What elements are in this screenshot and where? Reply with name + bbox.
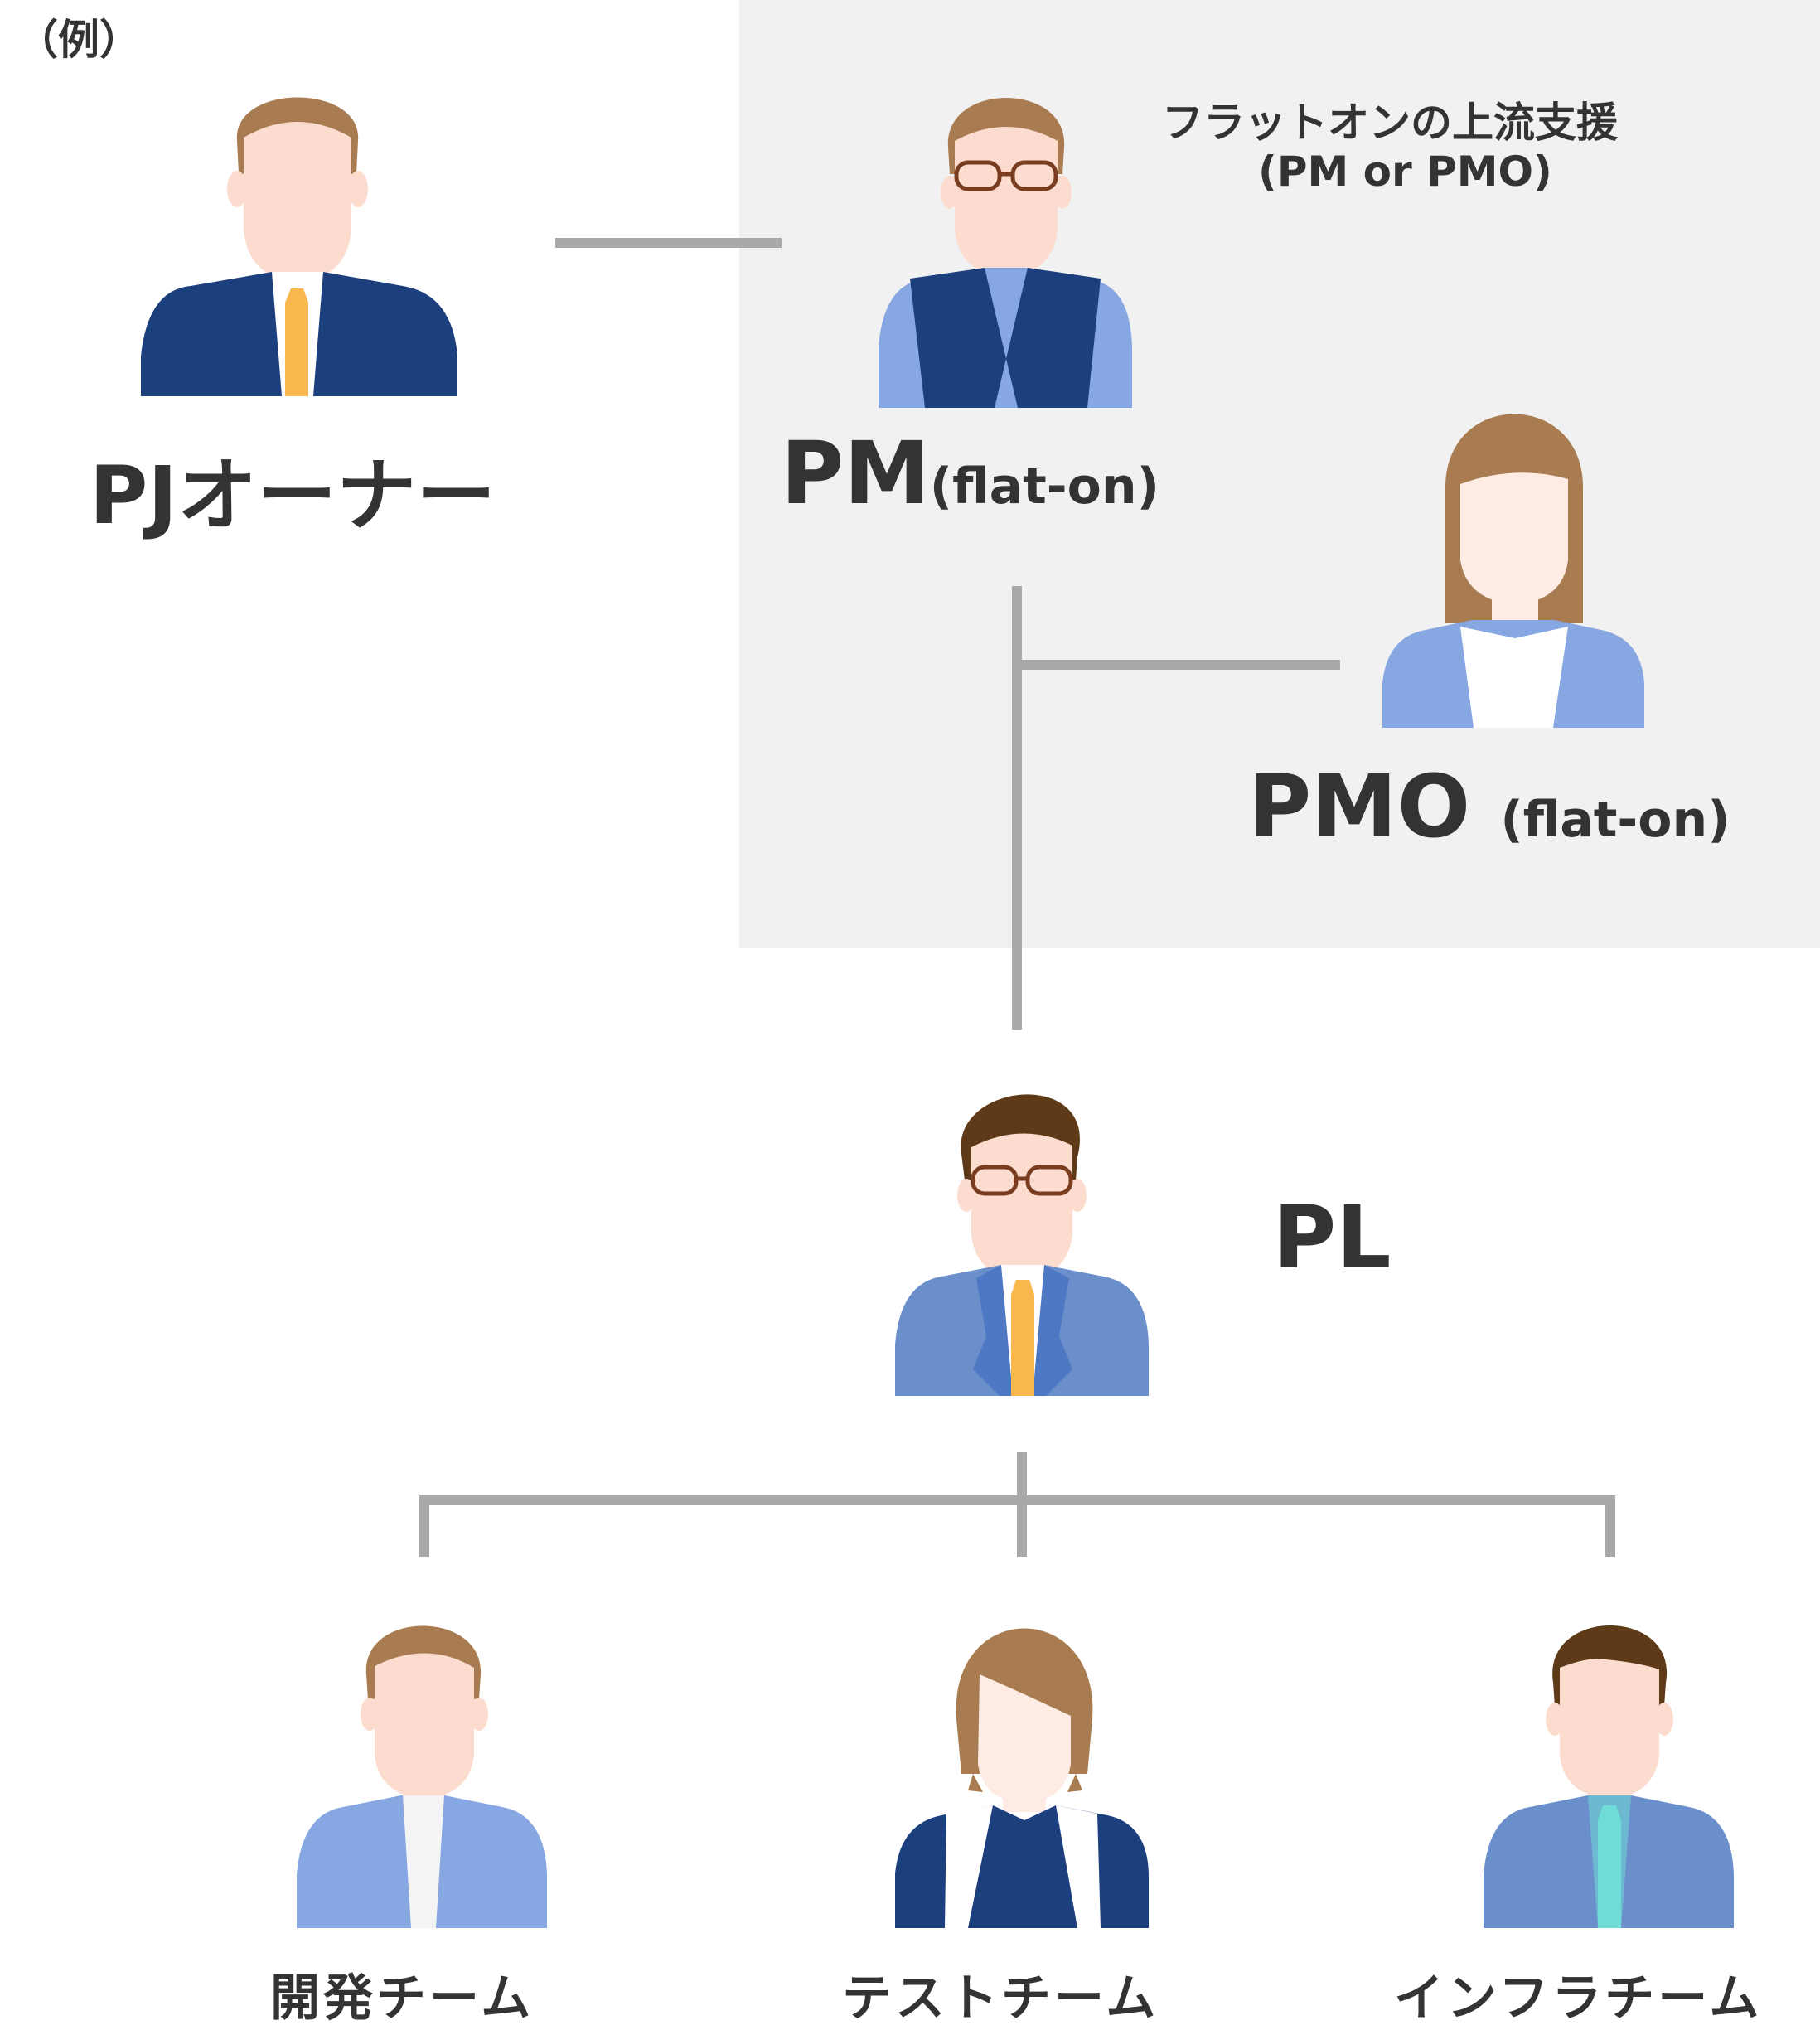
ear-right <box>470 1698 488 1731</box>
collar <box>945 1805 1101 1928</box>
support-caption-line2: (PM or PMO) <box>1258 148 1552 196</box>
hair-tip-right <box>1067 1774 1082 1792</box>
apron <box>895 1805 1149 1928</box>
pm-label-sub: (flat-on) <box>929 458 1160 516</box>
pmo-label-main: PMO <box>1248 756 1471 857</box>
ear-right <box>1655 1703 1673 1736</box>
face <box>244 122 351 282</box>
glasses-icon <box>971 1165 1073 1196</box>
neck <box>1003 1782 1046 1812</box>
pmo-label-sub: (flat-on) <box>1500 791 1730 849</box>
pl-label: PL <box>1273 1187 1392 1288</box>
pl-avatar <box>895 1094 1149 1396</box>
pj-owner-label: PJオーナー <box>90 449 496 542</box>
ear-right <box>348 171 368 207</box>
ear-left <box>227 171 247 207</box>
upstream-support-area <box>739 0 1820 948</box>
ear-left <box>361 1698 379 1731</box>
pm-label-main: PM <box>781 423 930 524</box>
hair-tip-left <box>968 1774 983 1792</box>
face <box>1460 472 1568 605</box>
blouse <box>1460 627 1568 728</box>
ear-right <box>1068 1179 1087 1212</box>
tie-icon <box>1011 1280 1034 1396</box>
test-team-label: テストチーム <box>842 1969 1159 2028</box>
pmo-avatar <box>1382 414 1644 728</box>
face <box>375 1653 474 1799</box>
ear-left <box>957 1179 975 1212</box>
ear-right <box>1053 176 1072 209</box>
tie-icon <box>285 288 308 396</box>
glasses-icon <box>954 160 1058 191</box>
face <box>978 1674 1071 1804</box>
pm-label: PM(flat-on) <box>781 423 1159 524</box>
face <box>1560 1659 1659 1799</box>
tie-icon <box>1598 1805 1621 1928</box>
shirt <box>403 1795 444 1928</box>
infra-team-avatar <box>1484 1625 1734 1928</box>
lapels <box>973 1265 1072 1396</box>
face <box>971 1133 1072 1280</box>
infra-team-label: インフラチーム <box>1394 1969 1763 2028</box>
pmo-label: PMO (flat-on) <box>1248 756 1730 857</box>
dev-team-label: 開発チーム <box>270 1969 535 2028</box>
pm-avatar <box>879 98 1132 408</box>
test-team-avatar <box>895 1628 1149 1928</box>
dev-team-avatar <box>297 1625 547 1928</box>
vest <box>910 268 1101 408</box>
pj-owner-avatar <box>141 97 457 396</box>
ear-left <box>941 176 959 209</box>
ear-left <box>1546 1703 1564 1736</box>
support-caption-line1: フラットオンの上流支援 <box>1162 99 1618 147</box>
example-tag: （例） <box>17 15 141 64</box>
